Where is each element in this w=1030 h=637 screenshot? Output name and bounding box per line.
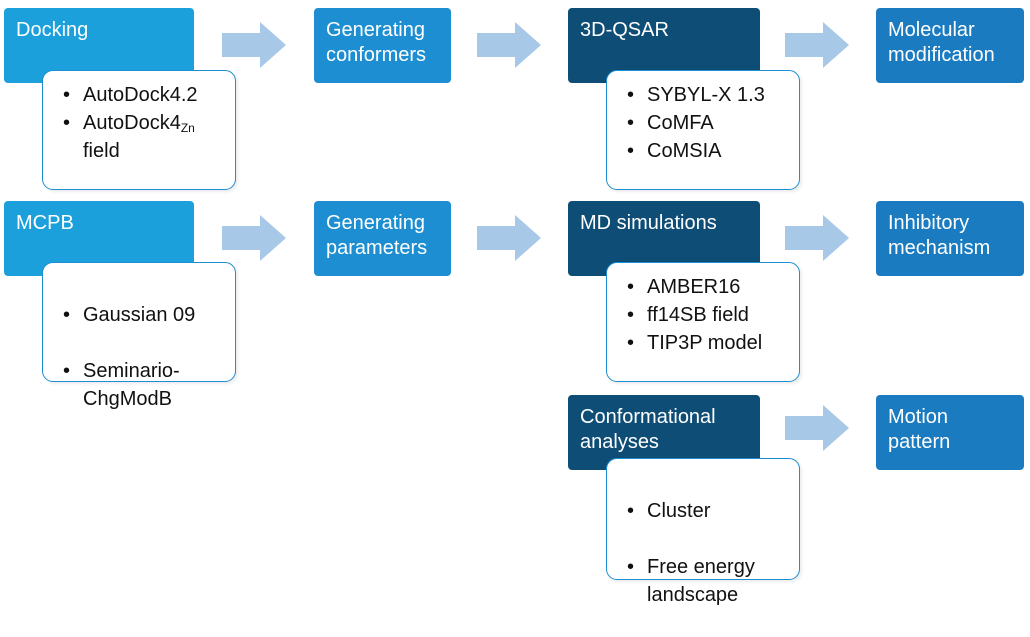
mcpb-tool-item: Seminario- ChgModB xyxy=(61,357,225,413)
qsar-tool-item: SYBYL-X 1.3 xyxy=(625,81,789,109)
md-tool-item: ff14SB field xyxy=(625,301,789,329)
conformational-analyses-box: Conformational analyses xyxy=(568,395,760,470)
docking-tool-name: AutoDock4 xyxy=(83,112,181,134)
docking-tools-box: AutoDock4.2 AutoDock4Zn field xyxy=(42,70,236,190)
conformational-tool-item: Free energy landscape xyxy=(625,553,789,609)
arrow-right-icon xyxy=(785,405,849,451)
qsar-tool-item: CoMSIA xyxy=(625,137,789,165)
md-tool-item: TIP3P model xyxy=(625,329,789,357)
mcpb-tool-item: Gaussian 09 xyxy=(61,301,225,329)
generating-conformers-box: Generating conformers xyxy=(314,8,451,83)
motion-pattern-box: Motion pattern xyxy=(876,395,1024,470)
generating-parameters-box: Generating parameters xyxy=(314,201,451,276)
arrow-right-icon xyxy=(222,215,286,261)
arrow-right-icon xyxy=(222,22,286,68)
docking-tool-item: AutoDock4Zn field xyxy=(61,109,225,165)
docking-tool-subscript: Zn xyxy=(180,121,195,135)
arrow-right-icon xyxy=(785,215,849,261)
arrow-right-icon xyxy=(477,22,541,68)
qsar-tools-box: SYBYL-X 1.3 CoMFA CoMSIA xyxy=(606,70,800,190)
md-tools-box: AMBER16 ff14SB field TIP3P model xyxy=(606,262,800,382)
qsar-tool-item: CoMFA xyxy=(625,109,789,137)
mcpb-tools-box: Gaussian 09 Seminario- ChgModB xyxy=(42,262,236,410)
docking-tool-suffix: field xyxy=(83,140,120,162)
docking-tool-item: AutoDock4.2 xyxy=(61,81,225,109)
conformational-tools-box: Cluster Free energy landscape xyxy=(606,458,800,606)
conformational-tool-item: Cluster xyxy=(625,497,789,525)
inhibitory-mechanism-box: Inhibitory mechanism xyxy=(876,201,1024,276)
arrow-right-icon xyxy=(477,215,541,261)
md-tool-item: AMBER16 xyxy=(625,273,789,301)
molecular-modification-box: Molecular modification xyxy=(876,8,1024,83)
arrow-right-icon xyxy=(785,22,849,68)
